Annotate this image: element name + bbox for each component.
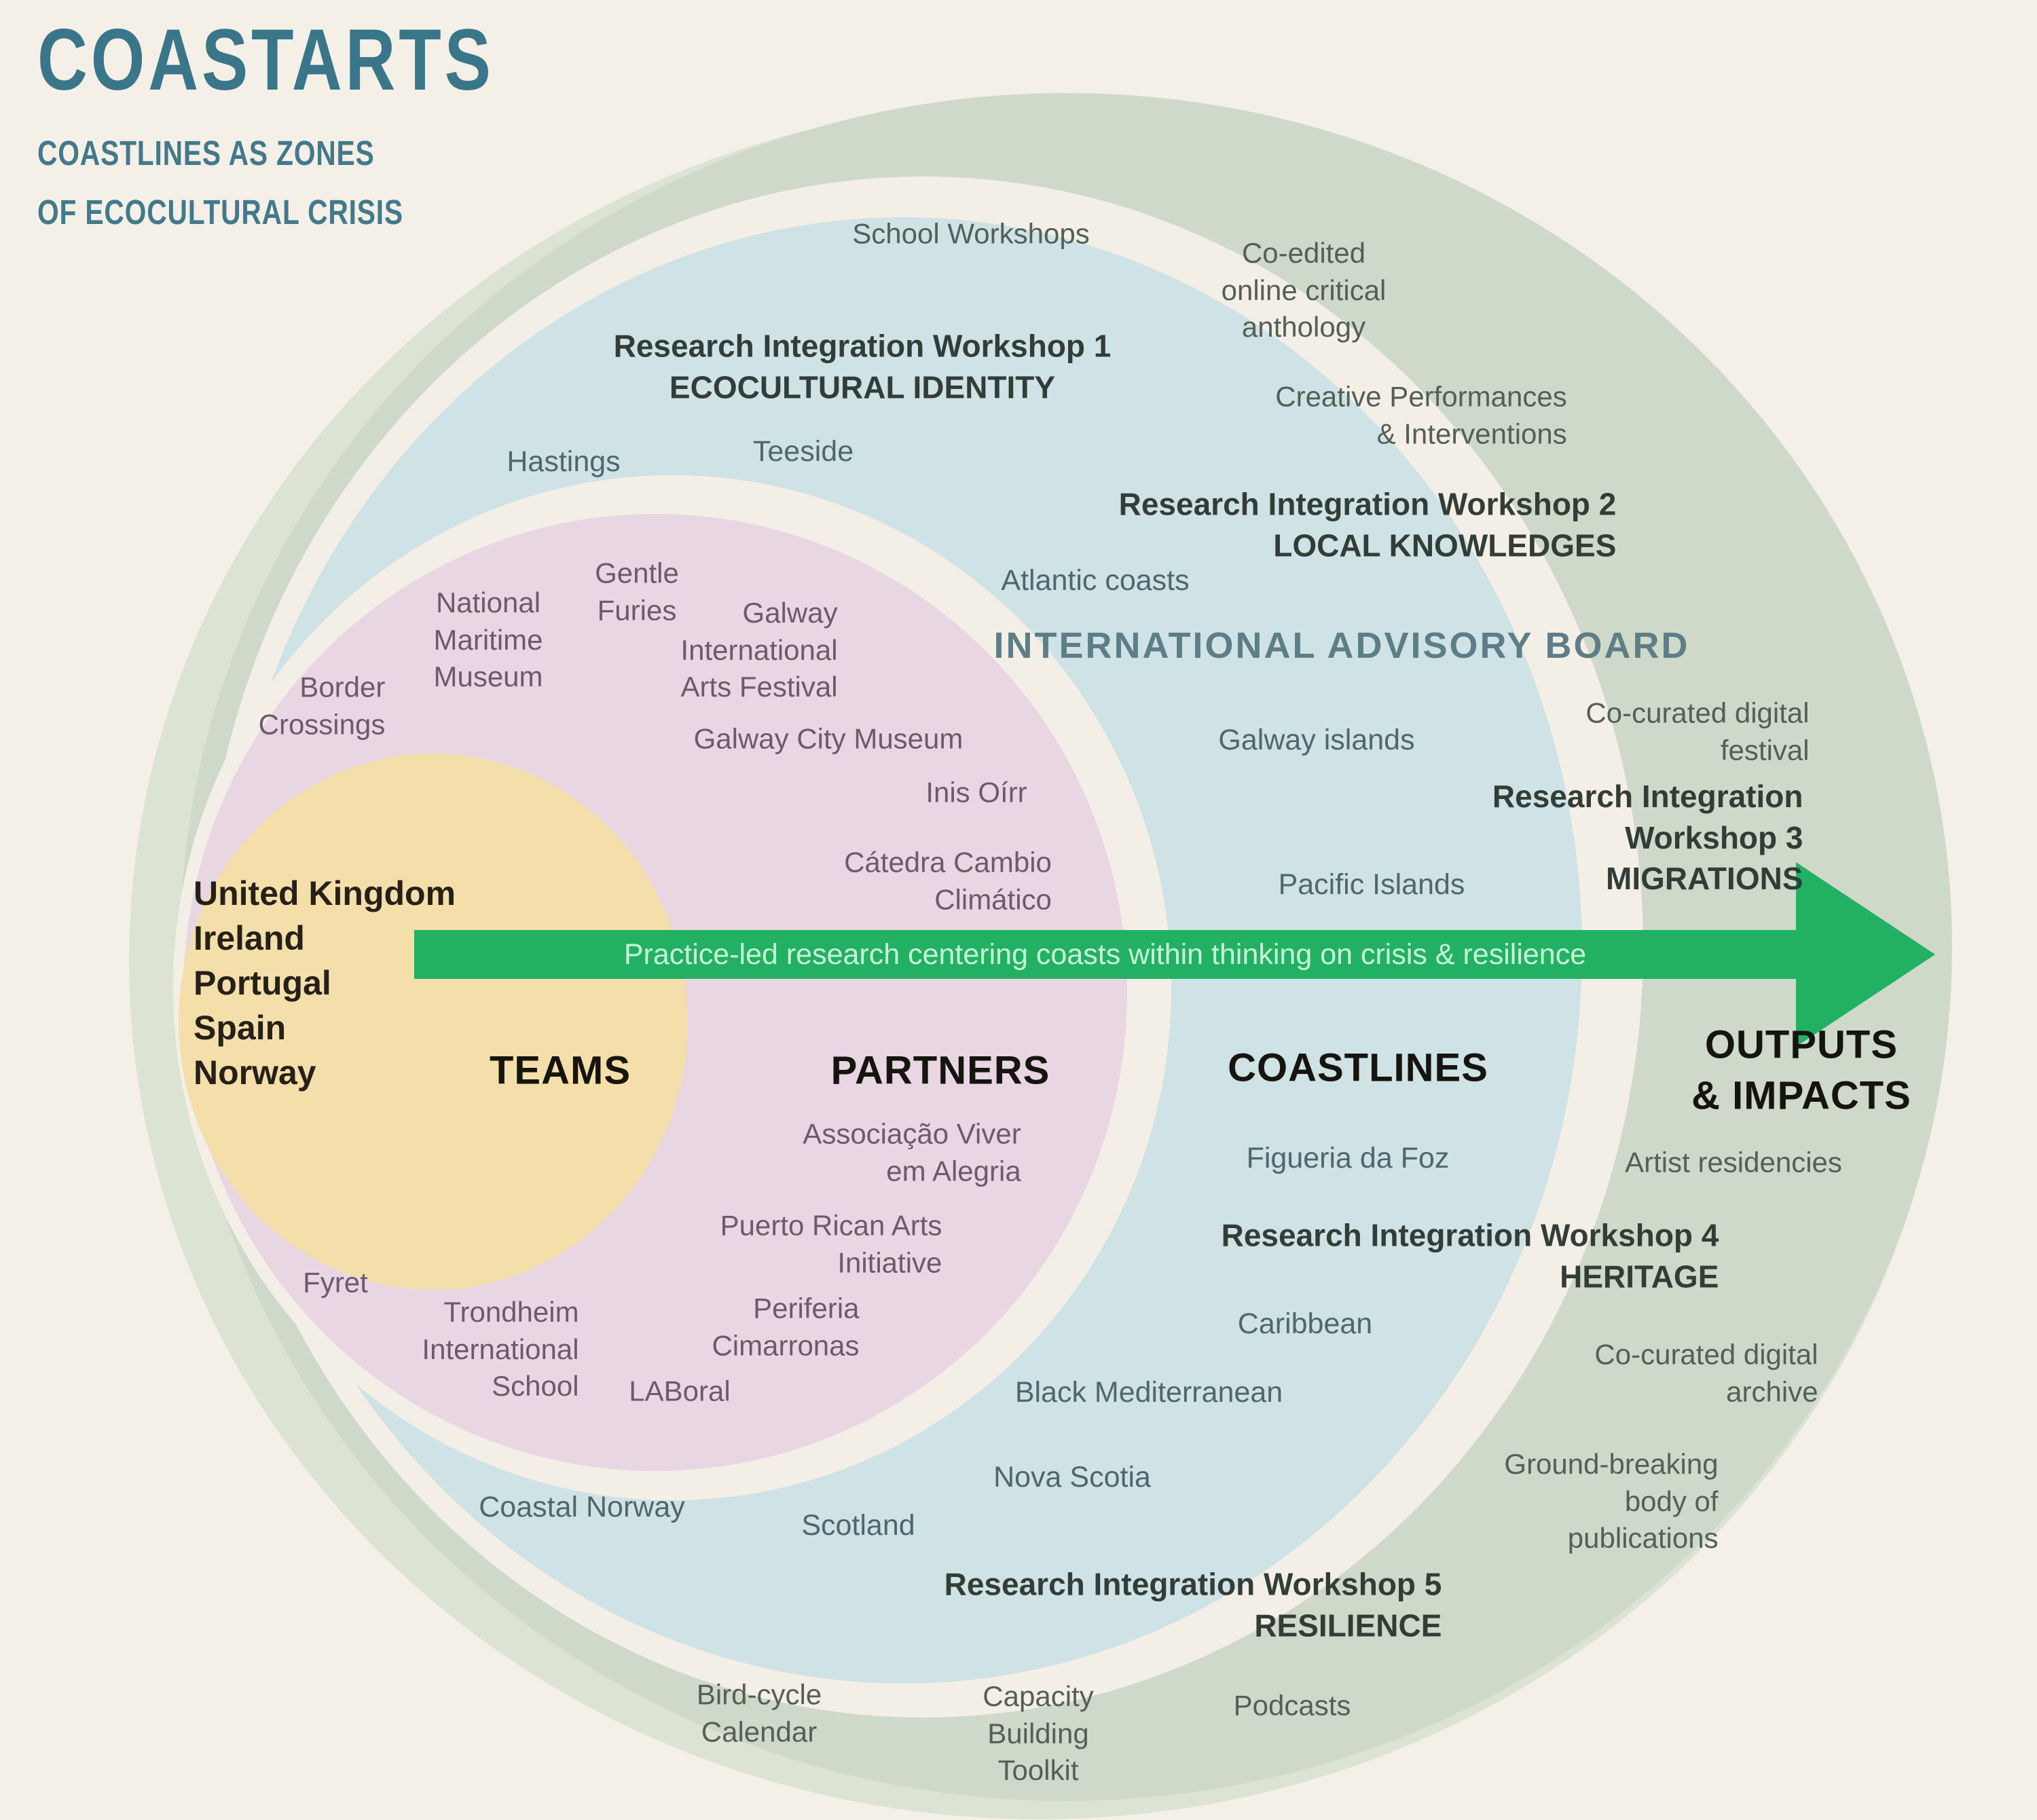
label-border-crossings: Border Crossings (258, 671, 386, 740)
flow-arrow: Practice-led research centering coasts w… (414, 930, 1796, 979)
label-nova-scotia: Nova Scotia (993, 1461, 1151, 1494)
label-trondheim-international-school: Trondheim International School (422, 1296, 579, 1403)
label-black-mediterranean: Black Mediterranean (1014, 1376, 1283, 1409)
label-international-advisory-board: INTERNATIONAL ADVISORY BOARD (993, 625, 1690, 666)
label-co-curated-digital-festival: Co-curated digital festival (1585, 697, 1810, 766)
label-pacific-islands: Pacific Islands (1278, 868, 1465, 902)
label-periferia-cimarronas: Periferia Cimarronas (712, 1292, 860, 1361)
label-national-maritime-museum: National Maritime Museum (433, 587, 543, 693)
teams-circle (179, 754, 688, 1290)
label-partners: PARTNERS (830, 1048, 1050, 1093)
label-workshop-2: Research Integration Workshop 2 LOCAL KN… (1118, 486, 1617, 563)
label-countries: United Kingdom Ireland Portugal Spain No… (194, 874, 456, 1092)
label-hastings: Hastings (507, 445, 621, 479)
label-creative-performances: Creative Performances & Interventions (1275, 380, 1567, 449)
label-coastlines: COASTLINES (1228, 1045, 1488, 1090)
label-galway-islands: Galway islands (1218, 724, 1415, 757)
label-capacity-building-toolkit: Capacity Building Toolkit (983, 1680, 1094, 1787)
label-workshop-5: Research Integration Workshop 5 RESILIEN… (944, 1566, 1442, 1643)
label-bird-cycle-calendar: Bird-cycle Calendar (696, 1678, 822, 1747)
label-associacao-viver-em-alegria: Associação Viver em Alegria (803, 1117, 1021, 1187)
label-figueria-da-foz: Figueria da Foz (1246, 1142, 1450, 1175)
label-catedra-cambio-climatico: Cátedra Cambio Climático (844, 846, 1052, 915)
label-teeside: Teeside (752, 435, 854, 468)
arrow-head-icon (1796, 862, 1935, 1047)
label-co-edited-anthology: Co-edited online critical anthology (1221, 237, 1387, 343)
label-outputs-impacts: OUTPUTS & IMPACTS (1691, 1022, 1911, 1118)
label-caribbean: Caribbean (1237, 1307, 1373, 1341)
label-gentle-furies: Gentle Furies (595, 557, 679, 626)
label-inis-oirr: Inis Oírr (925, 776, 1027, 809)
label-co-curated-digital-archive: Co-curated digital archive (1594, 1338, 1818, 1407)
label-scotland: Scotland (801, 1509, 915, 1542)
label-workshop-3: Research Integration Workshop 3 MIGRATIO… (1492, 778, 1803, 897)
label-galway-international-arts-festival: Galway International Arts Festival (680, 597, 838, 703)
label-laboral: LABoral (629, 1375, 731, 1407)
label-puerto-rican-arts-initiative: Puerto Rican Arts Initiative (720, 1209, 942, 1278)
flow-arrow-text: Practice-led research centering coasts w… (623, 937, 1587, 971)
label-workshop-4: Research Integration Workshop 4 HERITAGE (1221, 1217, 1719, 1294)
page-subtitle: COASTLINES AS ZONES OF ECOCULTURAL CRISI… (37, 134, 403, 231)
label-school-workshops: School Workshops (852, 217, 1090, 250)
label-galway-city-museum: Galway City Museum (693, 722, 964, 755)
page-title: COASTARTS (37, 12, 494, 109)
label-atlantic-coasts: Atlantic coasts (1001, 564, 1190, 597)
label-coastal-norway: Coastal Norway (479, 1491, 685, 1524)
label-ground-breaking-publications: Ground-breaking body of publications (1504, 1448, 1719, 1555)
label-teams: TEAMS (490, 1048, 631, 1093)
label-fyret: Fyret (303, 1266, 368, 1299)
title-block: COASTARTS COASTLINES AS ZONES OF ECOCULT… (37, 17, 494, 242)
label-podcasts: Podcasts (1233, 1689, 1351, 1722)
label-workshop-1: Research Integration Workshop 1 ECOCULTU… (613, 328, 1112, 405)
label-artist-residencies: Artist residencies (1625, 1146, 1842, 1178)
